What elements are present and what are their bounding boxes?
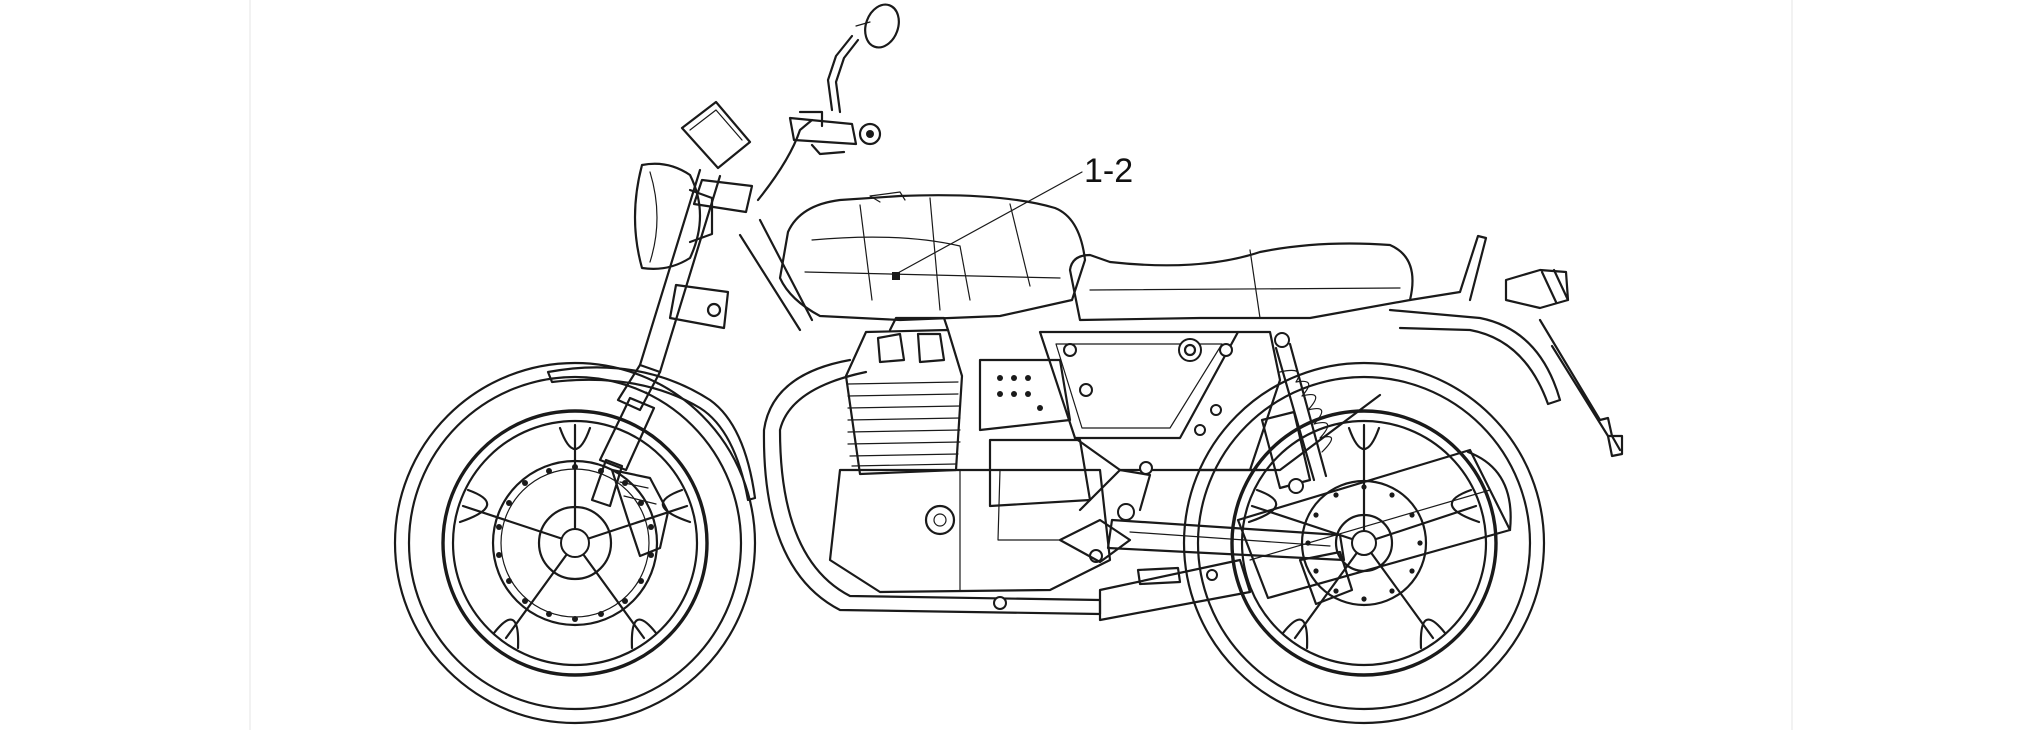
headlight	[633, 162, 714, 270]
mirror	[826, 3, 900, 114]
handlebar	[756, 110, 882, 202]
grab-rail	[1408, 234, 1488, 302]
callout-label: 1-2	[1084, 152, 1133, 190]
rear-brake-disc-holes	[1305, 484, 1423, 602]
callout-leader-line	[895, 171, 1083, 275]
fuel-tank	[778, 191, 1087, 322]
rear-fender	[1388, 308, 1624, 458]
engine-detail-dots	[997, 375, 1043, 411]
engine	[828, 316, 1153, 594]
exhaust	[762, 358, 1512, 622]
front-fender	[546, 366, 757, 502]
tail-light	[1504, 268, 1570, 310]
front-wheel	[393, 361, 757, 725]
swingarm	[1106, 518, 1346, 562]
rear-wheel	[1182, 361, 1546, 725]
side-panel	[1038, 330, 1240, 440]
callout-target-marker	[892, 272, 900, 280]
rear-shock	[1260, 332, 1333, 494]
instrument-cluster	[680, 100, 752, 170]
footrest	[1136, 566, 1182, 586]
seat	[1068, 242, 1414, 322]
